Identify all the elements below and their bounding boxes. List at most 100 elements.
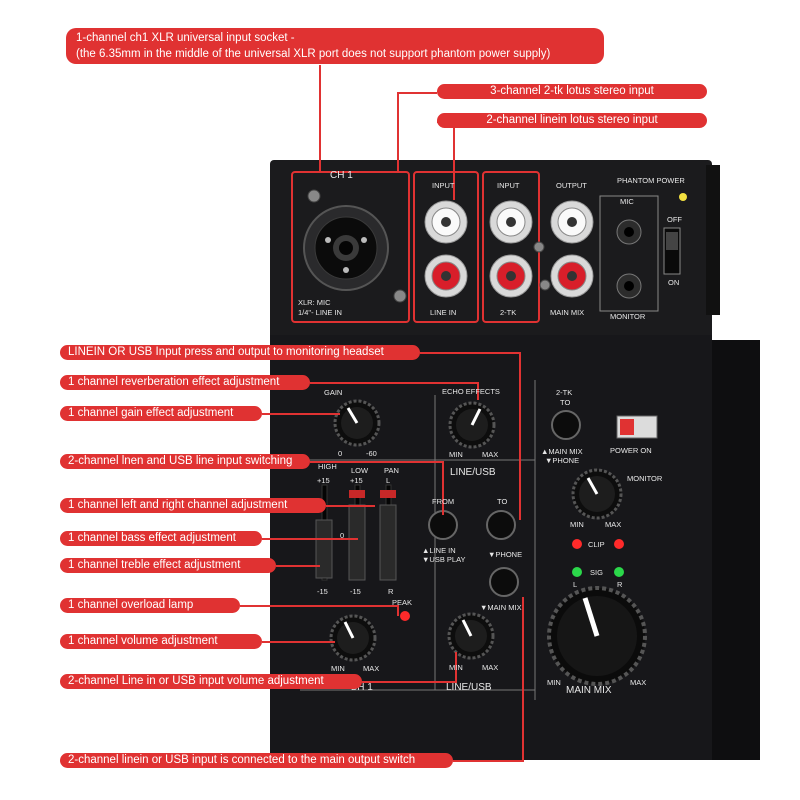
lu-max-label: MAX <box>482 663 499 672</box>
rca-jack-linein-white[interactable] <box>424 200 468 244</box>
callout-pan: 1 channel left and right channel adjustm… <box>60 498 326 513</box>
high-minus15: -15 <box>317 587 328 596</box>
pan-l: L <box>386 476 391 485</box>
clip-led-right <box>614 539 624 549</box>
from-label: FROM <box>432 497 455 506</box>
callout-lnen-switch: 2-channel lnen and USB line input switch… <box>60 454 310 469</box>
callout-lines <box>240 65 524 762</box>
panel-side <box>712 340 760 760</box>
ch1-label: CH 1 <box>330 170 353 181</box>
xlr-outline <box>291 171 410 323</box>
gain-minus60-label: -60 <box>366 449 377 458</box>
monitor-knob[interactable] <box>571 468 623 520</box>
off-label: OFF <box>667 215 682 224</box>
callout-volume: 1 channel volume adjustment <box>60 634 262 649</box>
sig-l-label: L <box>573 580 578 589</box>
callout-xlr-input: 1-channel ch1 XLR universal input socket… <box>66 28 604 64</box>
mic-label: MIC <box>620 197 634 206</box>
rca-jack-output-white[interactable] <box>550 200 594 244</box>
main-mix-bottom-label: MAIN MIX <box>566 685 612 696</box>
phone-label: ▼PHONE <box>488 550 523 559</box>
side-bracket-right <box>706 165 720 315</box>
pan-fader[interactable] <box>379 484 397 581</box>
sig-led-left <box>572 567 582 577</box>
low-plus15: +15 <box>350 476 363 485</box>
clip-label: CLIP <box>588 540 605 549</box>
sig-r-label: R <box>617 580 623 589</box>
volume-knob[interactable] <box>329 614 377 662</box>
callout-gain: 1 channel gain effect adjustment <box>60 406 262 421</box>
gain-knob[interactable] <box>333 399 381 447</box>
high-label: HIGH <box>318 462 337 471</box>
phone-down-label: ▼PHONE <box>545 456 580 465</box>
rca-jack-2tk-white[interactable] <box>489 200 533 244</box>
usb-play-label: ▼USB PLAY <box>422 555 466 564</box>
monitor-label: MONITOR <box>627 474 663 483</box>
gain-label: GAIN <box>324 388 343 397</box>
peak-label: PEAK <box>392 598 413 607</box>
callout-treble: 1 channel treble effect adjustment <box>60 558 276 573</box>
gain-zero-label: 0 <box>338 449 343 458</box>
main-mix-rear-label: MAIN MIX <box>550 308 585 317</box>
callout-linein-input: 2-channel linein lotus stereo input <box>437 113 707 128</box>
peak-led <box>400 611 410 621</box>
low-label: LOW <box>351 466 369 475</box>
line-usb-volume-knob[interactable] <box>447 612 495 660</box>
callout-monitor-press: LINEIN OR USB Input press and output to … <box>60 345 420 360</box>
input-label-left: INPUT <box>432 181 455 190</box>
mon-min-label: MIN <box>570 520 584 529</box>
2tk-to-label: 2-TK <box>556 388 573 397</box>
rca-jack-output-red[interactable] <box>550 254 594 298</box>
high-plus15: +15 <box>317 476 330 485</box>
high-fader[interactable] <box>315 484 333 581</box>
callout-reverb: 1 channel reverberation effect adjustmen… <box>60 375 310 390</box>
sig-led-right <box>614 567 624 577</box>
vol-max-label: MAX <box>363 664 380 673</box>
main-max-label: MAX <box>630 678 647 687</box>
mon-max-label: MAX <box>605 520 622 529</box>
callout-line-usb-volume: 2-channel Line in or USB input volume ad… <box>60 674 362 689</box>
screw-icon <box>533 241 545 253</box>
pan-r: R <box>388 587 394 596</box>
output-label: OUTPUT <box>556 181 587 190</box>
to-label: TO <box>497 497 508 506</box>
low-fader[interactable] <box>348 484 366 581</box>
main-mix-button[interactable] <box>489 567 519 597</box>
quarter-line-in-label: 1/4"- LINE IN <box>298 308 342 317</box>
main-mix-knob[interactable] <box>547 586 647 686</box>
vol-min-label: MIN <box>331 664 345 673</box>
screw-icon <box>539 279 551 291</box>
callout-2tk-input: 3-channel 2-tk lotus stereo input <box>437 84 707 99</box>
to-phone-button[interactable] <box>486 510 516 540</box>
rca-jack-linein-red[interactable] <box>424 254 468 298</box>
main-mix-arrow-label: ▼MAIN MIX <box>480 603 522 612</box>
echo-min-label: MIN <box>449 450 463 459</box>
rca-jack-2tk-red[interactable] <box>489 254 533 298</box>
echo-knob[interactable] <box>448 401 496 449</box>
fader-zero: 0 <box>340 531 345 540</box>
2tk-to-button[interactable] <box>551 410 581 440</box>
phantom-led <box>679 193 687 201</box>
pan-label: PAN <box>384 466 399 475</box>
ch1-bottom-label: CH 1 <box>350 682 373 693</box>
on-label: ON <box>668 278 680 287</box>
monitor-rear-label: MONITOR <box>610 312 646 321</box>
lu-min-label: MIN <box>449 663 463 672</box>
2tk-label: 2-TK <box>500 308 517 317</box>
linein-outline <box>413 171 479 323</box>
echo-max-label: MAX <box>482 450 499 459</box>
line-usb-label: LINE/USB <box>450 467 496 478</box>
main-mix-up-label: ▲MAIN MIX <box>541 447 583 456</box>
echo-effects-label: ECHO EFFECTS <box>442 387 500 396</box>
line-in-arrow-label: ▲LINE IN <box>422 546 456 555</box>
from-button[interactable] <box>428 510 458 540</box>
clip-led-left <box>572 539 582 549</box>
callout-bass: 1 channel bass effect adjustment <box>60 531 262 546</box>
phantom-power-label: PHANTOM POWER <box>617 176 685 185</box>
power-on-label: POWER ON <box>610 446 652 455</box>
input-label-right: INPUT <box>497 181 520 190</box>
low-minus15: -15 <box>350 587 361 596</box>
screw-icon <box>307 189 321 203</box>
